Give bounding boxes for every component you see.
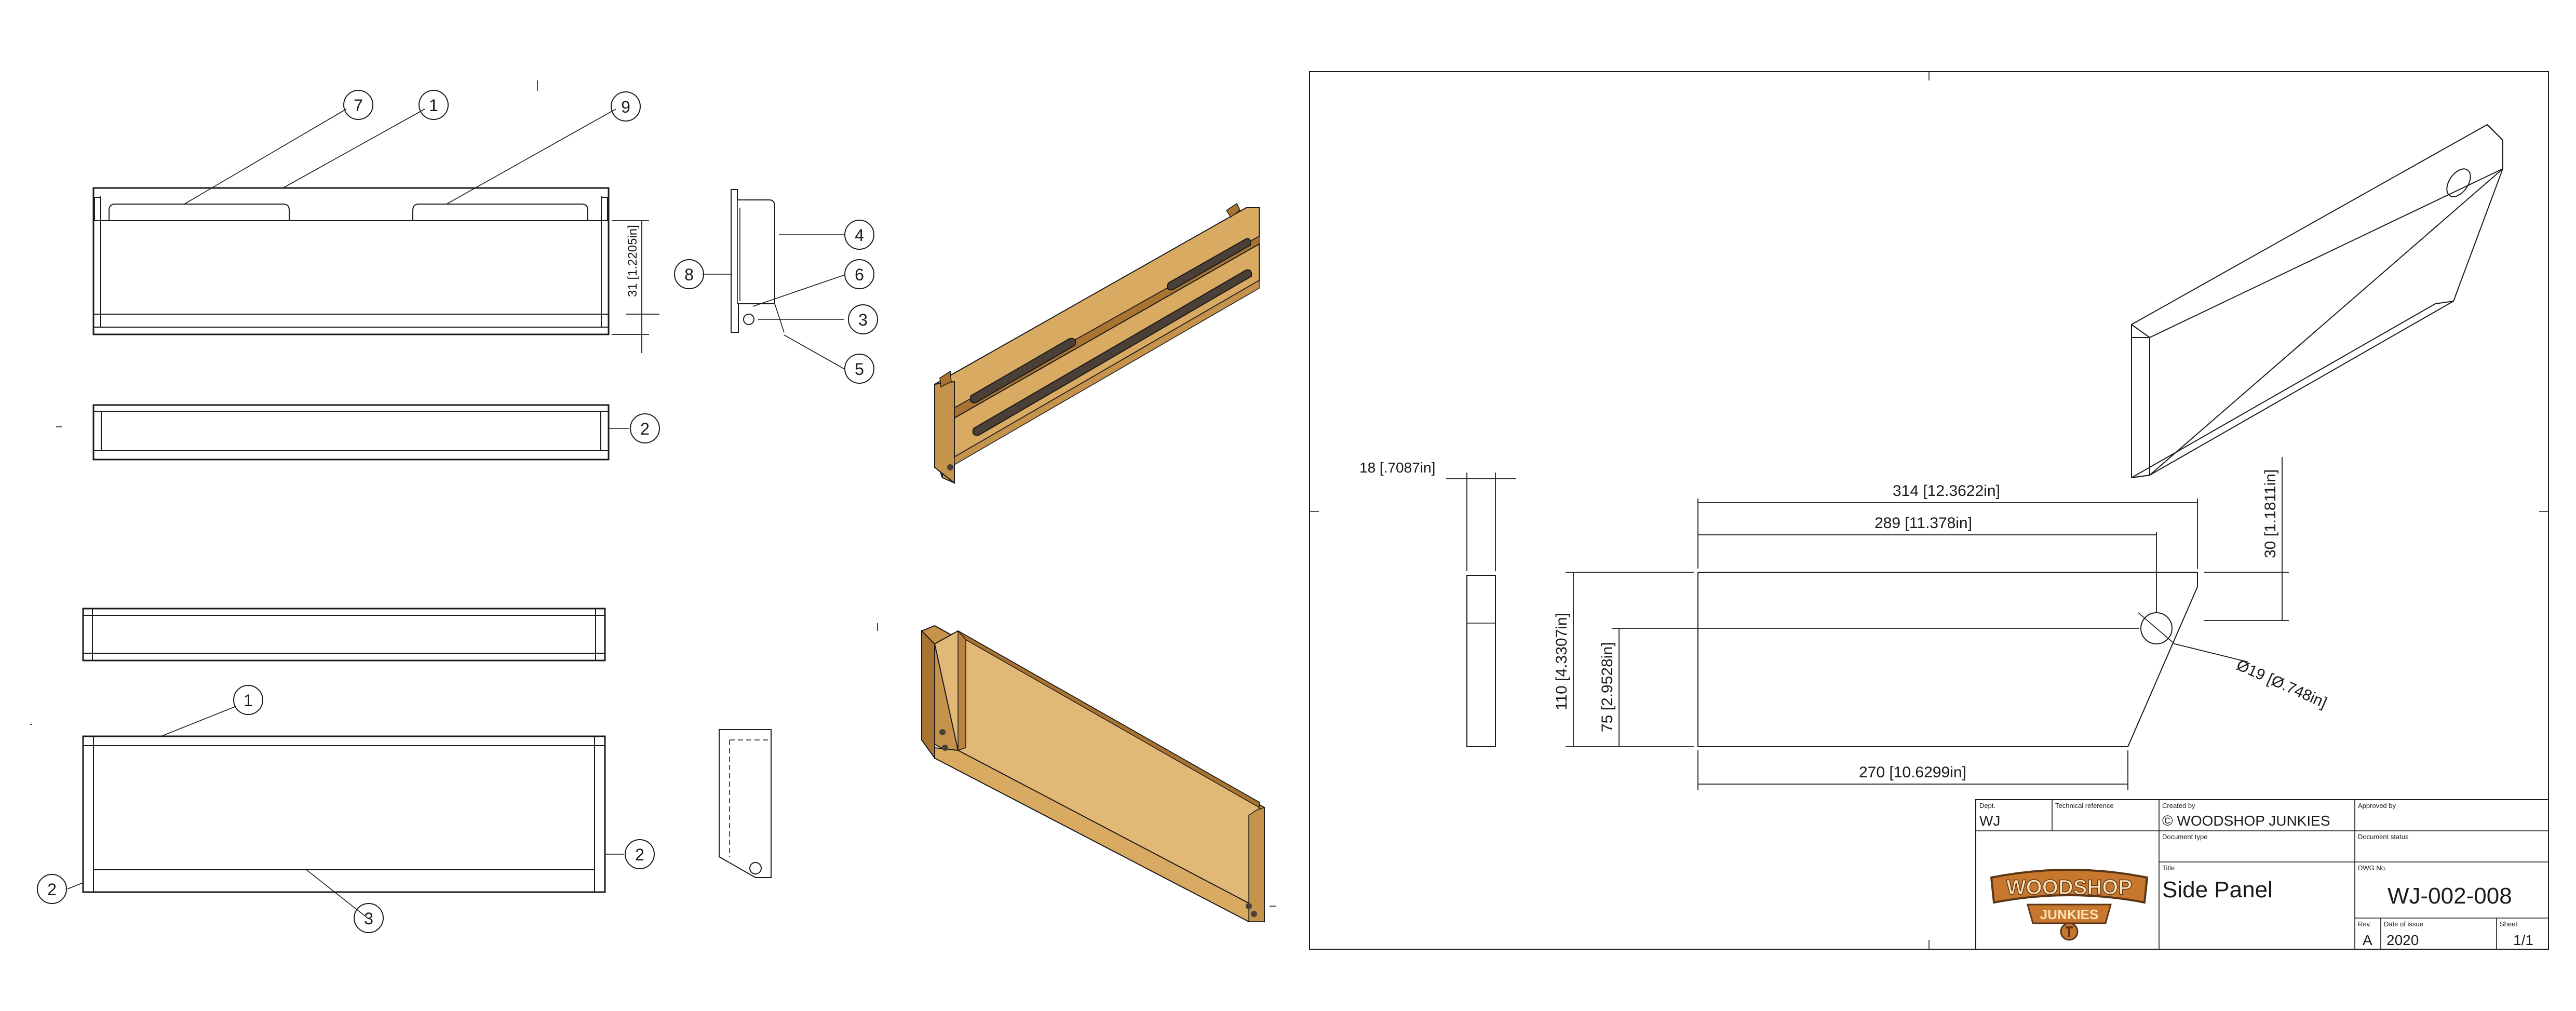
approved-label: Approved by xyxy=(2358,802,2396,810)
title-block xyxy=(1975,799,2549,950)
balloon-2: 2 xyxy=(37,874,67,904)
svg-text:3: 3 xyxy=(364,909,373,928)
date-value: 2020 xyxy=(2386,932,2419,948)
svg-text:9: 9 xyxy=(621,98,630,116)
balloon-2: 2 xyxy=(625,839,655,869)
sheet-label: Sheet xyxy=(2500,920,2517,928)
svg-text:2: 2 xyxy=(47,880,57,899)
dim-314-label: 314 [12.3622in] xyxy=(1893,482,2000,500)
side-panel-isometric xyxy=(2131,124,2503,478)
dim-30-label: 30 [1.1811in] xyxy=(2262,469,2279,558)
svg-text:1: 1 xyxy=(429,96,438,115)
balloon-2: 2 xyxy=(630,413,660,443)
balloon-7: 7 xyxy=(343,90,373,120)
svg-text:WOODSHOP: WOODSHOP xyxy=(2006,876,2132,899)
balloon-9: 9 xyxy=(611,91,641,122)
balloon-5: 5 xyxy=(844,354,874,384)
profile-dimensions xyxy=(1566,457,2289,790)
dim-289-label: 289 [11.378in] xyxy=(1874,515,1972,532)
dwg-value: WJ-002-008 xyxy=(2388,883,2512,909)
svg-text:7: 7 xyxy=(354,96,363,115)
created-label: Created by xyxy=(2162,802,2195,810)
created-value: © WOODSHOP JUNKIES xyxy=(2162,813,2330,829)
side-panel-edge-view: 18 [.7087in] xyxy=(1359,460,1516,747)
dwg-label: DWG No. xyxy=(2358,864,2387,872)
docstatus-label: Document status xyxy=(2358,833,2409,841)
render-back-panel xyxy=(934,203,1260,484)
balloon-8: 8 xyxy=(674,259,704,289)
dim-75-label: 75 [2.9528in] xyxy=(1599,642,1616,732)
svg-text:2: 2 xyxy=(635,845,644,864)
render-box xyxy=(921,625,1265,923)
top-view-shallow xyxy=(92,404,610,461)
date-label: Date of issue xyxy=(2384,920,2423,928)
dept-value: WJ xyxy=(1979,813,2000,829)
dim-hole-dia-label: Ø19 [Ø.748in] xyxy=(2234,656,2329,711)
title-value: Side Panel xyxy=(2162,877,2273,902)
title-label: Title xyxy=(2162,864,2175,872)
dept-label: Dept. xyxy=(1979,802,1995,810)
balloon-6: 6 xyxy=(844,259,874,289)
balloon-1: 1 xyxy=(233,685,263,715)
side-panel-profile xyxy=(1697,572,2198,747)
doctype-label: Document type xyxy=(2162,833,2207,841)
balloon-3: 3 xyxy=(848,304,878,334)
front-view-top xyxy=(92,187,610,335)
svg-text:8: 8 xyxy=(684,265,694,284)
svg-text:4: 4 xyxy=(855,226,864,245)
rev-value: A xyxy=(2363,932,2372,948)
svg-text:3: 3 xyxy=(858,311,868,329)
front-view-lower xyxy=(82,608,606,662)
svg-text:6: 6 xyxy=(855,265,864,284)
balloon-1: 1 xyxy=(419,90,449,120)
svg-text:5: 5 xyxy=(855,360,864,379)
side-view-upper xyxy=(731,189,785,333)
dim-31-label: 31 [1.2205in] xyxy=(626,225,640,297)
sheet-value: 1/1 xyxy=(2513,932,2533,948)
svg-text:1: 1 xyxy=(244,691,253,710)
balloon-3: 3 xyxy=(354,903,384,933)
side-view-lower xyxy=(719,729,772,878)
dim-thickness-label: 18 [.7087in] xyxy=(1359,460,1435,476)
dim-270-label: 270 [10.6299in] xyxy=(1859,764,1966,781)
svg-text:2: 2 xyxy=(640,420,650,438)
svg-text:JUNKIES: JUNKIES xyxy=(2040,907,2099,922)
techref-label: Technical reference xyxy=(2055,802,2114,810)
woodshop-junkies-logo: WOODSHOP JUNKIES xyxy=(1990,869,2149,941)
balloon-4: 4 xyxy=(844,220,874,250)
section-view xyxy=(82,735,606,893)
rev-label: Rev. xyxy=(2358,920,2371,928)
dim-110-label: 110 [4.3307in] xyxy=(1553,613,1570,710)
